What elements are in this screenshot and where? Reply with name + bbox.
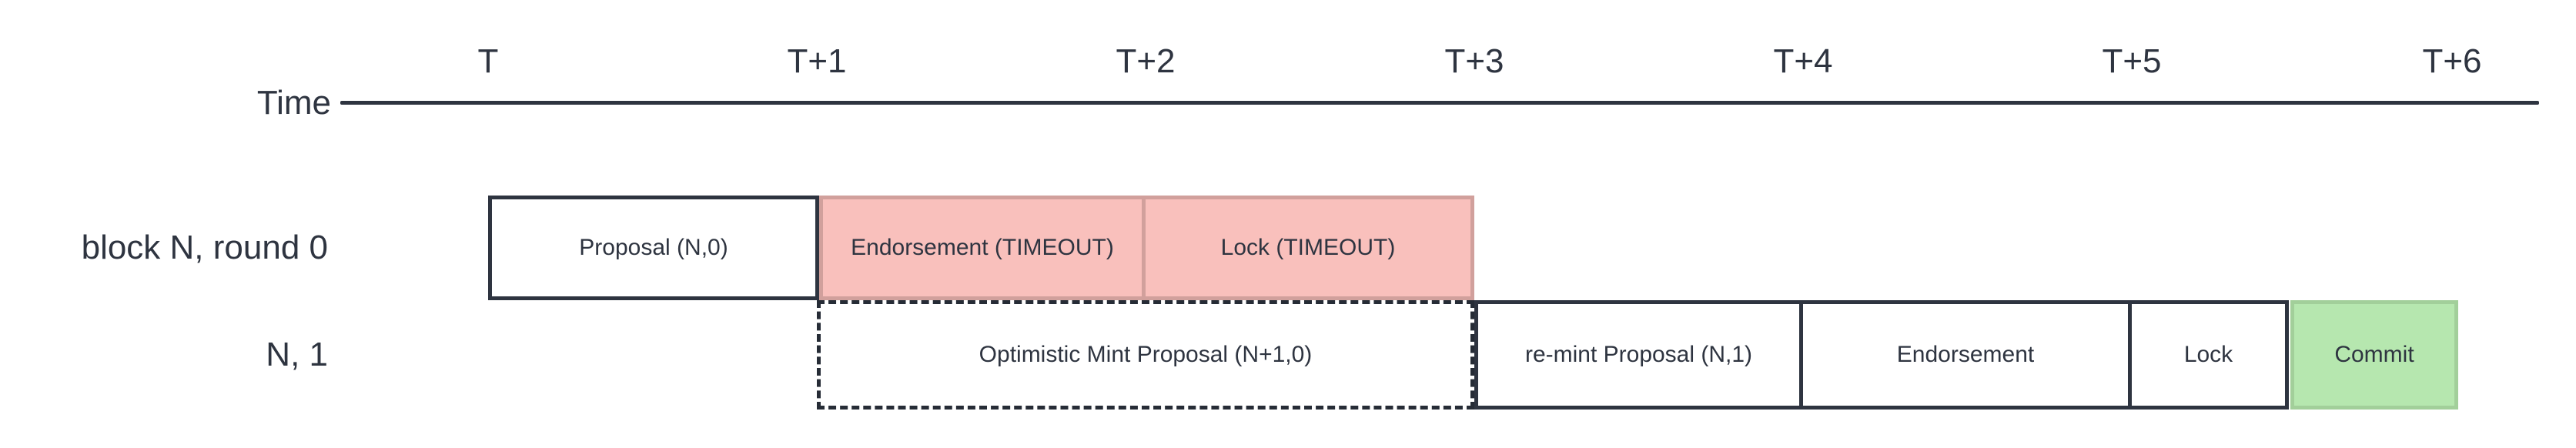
row-label-n-1: N, 1 — [266, 336, 328, 373]
box-remint-proposal-label: re-mint Proposal (N,1) — [1524, 342, 1753, 367]
tick-label-t4: T+4 — [1773, 42, 1833, 80]
tick-label-t3: T+3 — [1444, 42, 1504, 80]
box-commit-label: Commit — [2334, 342, 2414, 367]
tick-label-t1: T+1 — [787, 42, 847, 80]
box-proposal-n0-label: Proposal (N,0) — [579, 235, 728, 260]
box-lock: Lock — [2128, 300, 2289, 410]
box-commit: Commit — [2290, 300, 2458, 410]
box-endorsement-timeout-label: Endorsement (TIMEOUT) — [851, 235, 1114, 260]
tick-label-t2: T+2 — [1116, 42, 1176, 80]
time-axis-line — [340, 101, 2539, 105]
box-endorsement-timeout: Endorsement (TIMEOUT) — [819, 196, 1146, 300]
tick-label-t5: T+5 — [2102, 42, 2162, 80]
box-proposal-n0: Proposal (N,0) — [488, 196, 819, 300]
box-optimistic-mint-proposal: Optimistic Mint Proposal (N+1,0) — [817, 300, 1474, 410]
box-lock-label: Lock — [2183, 342, 2233, 367]
box-optimistic-mint-proposal-label: Optimistic Mint Proposal (N+1,0) — [979, 342, 1313, 367]
time-axis-label: Time — [256, 84, 331, 122]
box-lock-timeout: Lock (TIMEOUT) — [1142, 196, 1474, 300]
box-endorsement: Endorsement — [1799, 300, 2132, 410]
box-lock-timeout-label: Lock (TIMEOUT) — [1220, 235, 1396, 260]
box-endorsement-label: Endorsement — [1896, 342, 2035, 367]
tick-label-t: T — [477, 42, 499, 80]
row-label-block-n-round-0: block N, round 0 — [81, 229, 328, 266]
tick-label-t6: T+6 — [2422, 42, 2482, 80]
box-remint-proposal: re-mint Proposal (N,1) — [1474, 300, 1803, 410]
